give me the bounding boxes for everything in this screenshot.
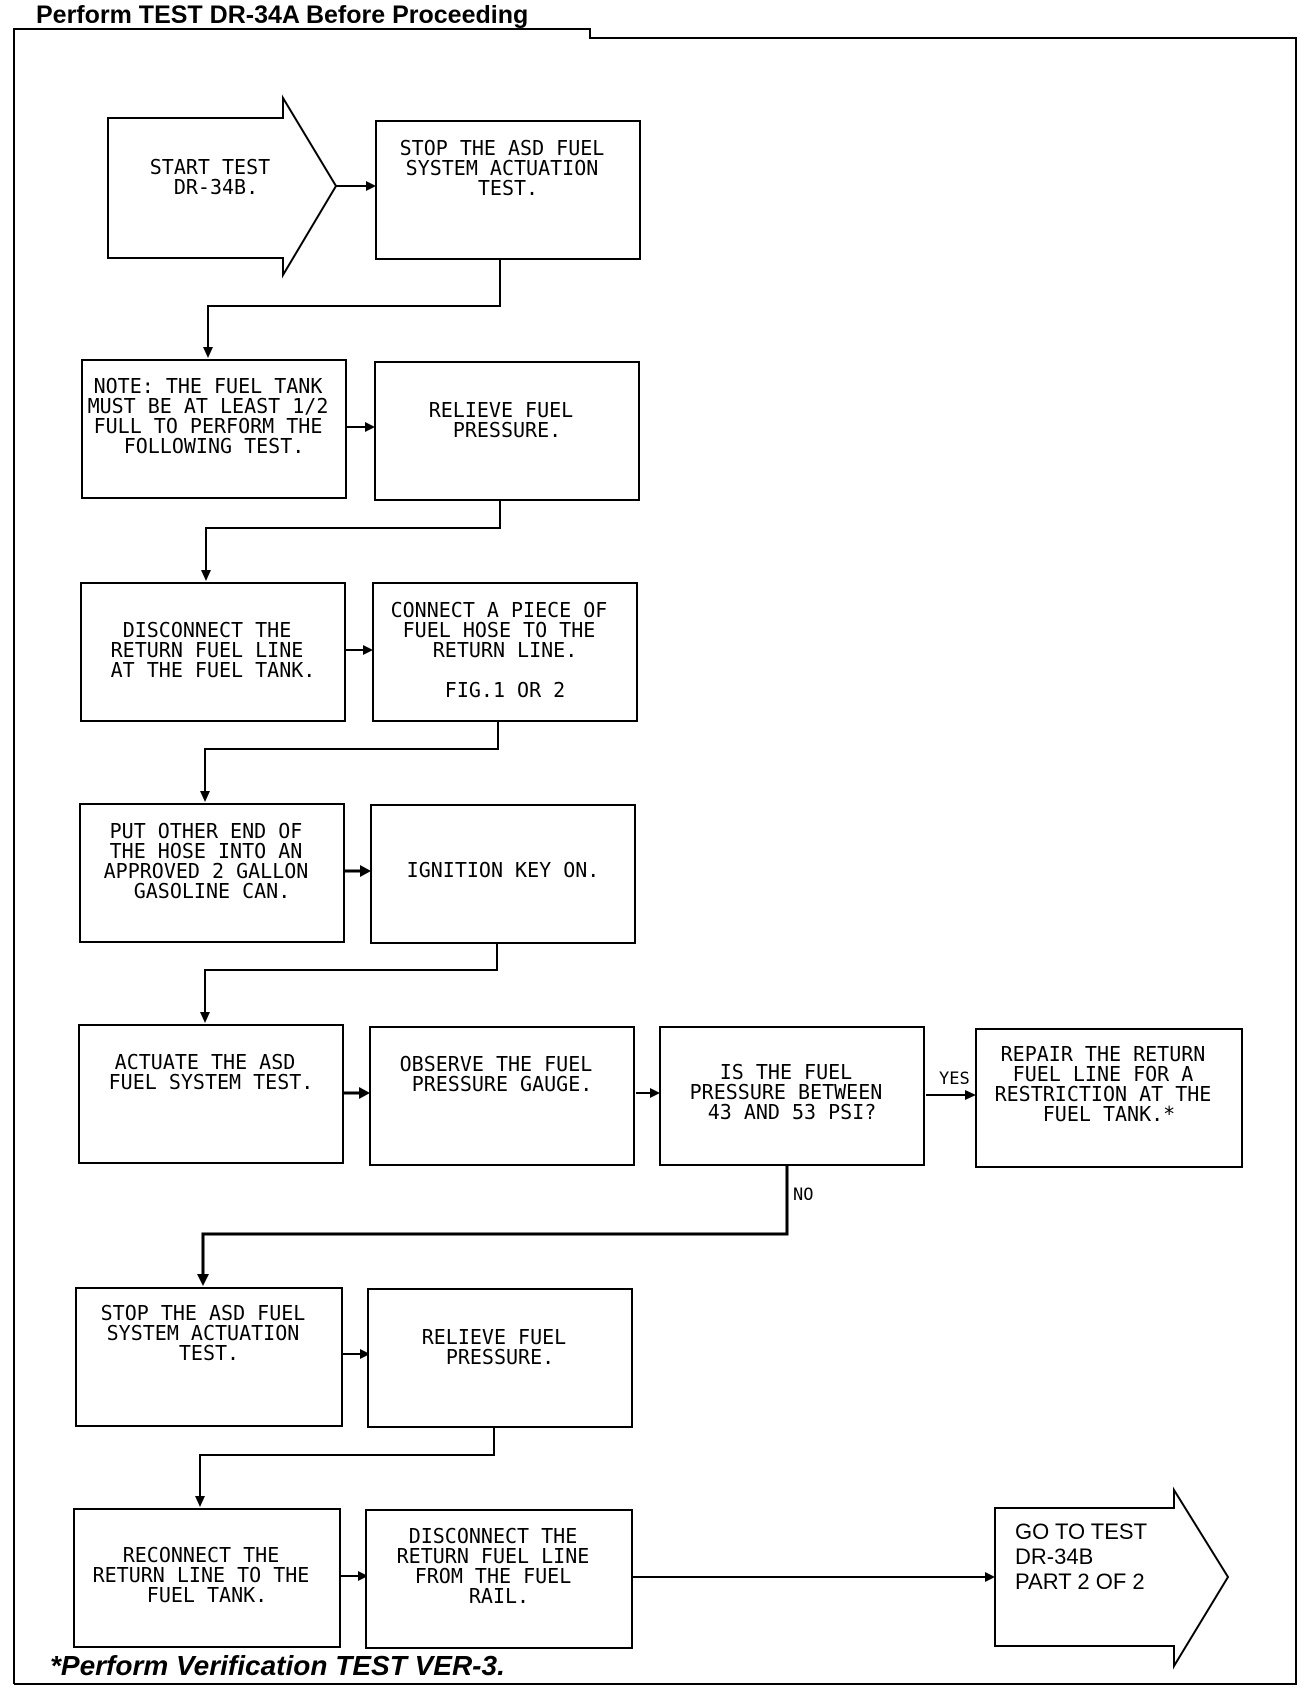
decision-box <box>659 1026 925 1166</box>
ignition-key-on-text: IGNITION KEY ON. <box>407 858 600 882</box>
decision-text: IS THE FUEL PRESSURE BETWEEN 43 AND 53 P… <box>690 1060 895 1124</box>
note-fuel-tank-box <box>81 359 347 499</box>
step-relieve-pressure-2: RELIEVE FUEL PRESSURE. <box>367 1288 633 1428</box>
put-hose-text: PUT OTHER END OF THE HOSE INTO AN APPROV… <box>104 819 321 903</box>
ignition-key-on-box <box>370 804 636 944</box>
connect-fuel-hose-box <box>372 582 638 722</box>
step-repair-return-line: REPAIR THE RETURN FUEL LINE FOR A RESTRI… <box>975 1028 1243 1168</box>
reconnect-box <box>73 1508 341 1648</box>
step-note-fuel-tank: NOTE: THE FUEL TANK MUST BE AT LEAST 1/2… <box>81 359 347 499</box>
connector-row1-to-row2 <box>207 259 501 348</box>
note-fuel-tank-text: NOTE: THE FUEL TANK MUST BE AT LEAST 1/2… <box>88 374 341 458</box>
step-actuate-test: ACTUATE THE ASD FUEL SYSTEM TEST. <box>78 1024 344 1164</box>
step-disconnect-return-line: DISCONNECT THE RETURN FUEL LINE AT THE F… <box>80 582 346 722</box>
reconnect-text: RECONNECT THE RETURN LINE TO THE FUEL TA… <box>93 1543 322 1607</box>
stop-actuation-1-box <box>375 120 641 260</box>
step-put-hose-in-can: PUT OTHER END OF THE HOSE INTO AN APPROV… <box>79 803 345 943</box>
observe-gauge-text: OBSERVE THE FUEL PRESSURE GAUGE. <box>400 1052 605 1096</box>
start-test-text: START TEST DR-34B. <box>150 155 282 199</box>
connector-row3-to-row4 <box>204 719 499 792</box>
disconnect-rail-box <box>365 1509 633 1649</box>
no-label: NO <box>793 1185 813 1205</box>
stop-actuation-2-box <box>75 1287 343 1427</box>
connector-decision-no <box>201 1166 789 1276</box>
step-start-test: START TEST DR-34B. <box>107 94 338 279</box>
stop-actuation-1-text: STOP THE ASD FUEL SYSTEM ACTUATION TEST. <box>400 136 617 200</box>
connectors <box>199 185 987 1578</box>
step-disconnect-from-rail: DISCONNECT THE RETURN FUEL LINE FROM THE… <box>365 1509 633 1649</box>
relieve-pressure-1-box <box>374 361 640 501</box>
relieve-pressure-1-text: RELIEVE FUEL PRESSURE. <box>429 398 586 442</box>
step-connect-fuel-hose: CONNECT A PIECE OF FUEL HOSE TO THE RETU… <box>372 582 638 722</box>
repair-text: REPAIR THE RETURN FUEL LINE FOR A RESTRI… <box>995 1042 1224 1126</box>
step-observe-gauge: OBSERVE THE FUEL PRESSURE GAUGE. <box>369 1026 635 1166</box>
step-stop-actuation-1: STOP THE ASD FUEL SYSTEM ACTUATION TEST. <box>375 120 641 260</box>
connector-row6-to-row7 <box>199 1427 495 1497</box>
actuate-test-box <box>78 1024 344 1164</box>
figure-reference: FIG.1 OR 2 <box>445 678 565 702</box>
yes-label: YES <box>939 1069 970 1089</box>
step-ignition-key-on: IGNITION KEY ON. <box>370 804 636 944</box>
disconnect-return-line-text: DISCONNECT THE RETURN FUEL LINE AT THE F… <box>111 618 316 682</box>
connector-row4-to-row5 <box>204 943 498 1013</box>
relieve-pressure-2-text: RELIEVE FUEL PRESSURE. <box>422 1325 579 1369</box>
goto-arrow-shape <box>994 1486 1230 1670</box>
step-goto-part-2: GO TO TEST DR-34B PART 2 OF 2 <box>994 1486 1230 1670</box>
step-reconnect-return-line: RECONNECT THE RETURN LINE TO THE FUEL TA… <box>73 1508 341 1648</box>
put-hose-box <box>79 803 345 943</box>
start-arrow-shape <box>107 94 338 279</box>
observe-gauge-box <box>369 1026 635 1166</box>
repair-box <box>975 1028 1243 1168</box>
actuate-test-text: ACTUATE THE ASD FUEL SYSTEM TEST. <box>109 1050 314 1094</box>
step-relieve-pressure-1: RELIEVE FUEL PRESSURE. <box>374 361 640 501</box>
footer-note: *Perform Verification TEST VER-3. <box>50 1650 505 1681</box>
step-stop-actuation-2: STOP THE ASD FUEL SYSTEM ACTUATION TEST. <box>75 1287 343 1427</box>
disconnect-return-line-box <box>80 582 346 722</box>
connect-fuel-hose-text: CONNECT A PIECE OF FUEL HOSE TO THE RETU… <box>391 598 620 662</box>
connector-row2-to-row3 <box>205 498 501 571</box>
decision-pressure-range: IS THE FUEL PRESSURE BETWEEN 43 AND 53 P… <box>659 1026 925 1166</box>
goto-text: GO TO TEST DR-34B PART 2 OF 2 <box>1015 1519 1153 1594</box>
page-header: Perform TEST DR-34A Before Proceeding <box>36 1 528 29</box>
relieve-pressure-2-box <box>367 1288 633 1428</box>
outer-frame <box>13 28 1297 1685</box>
stop-actuation-2-text: STOP THE ASD FUEL SYSTEM ACTUATION TEST. <box>101 1301 318 1365</box>
disconnect-rail-text: DISCONNECT THE RETURN FUEL LINE FROM THE… <box>397 1524 602 1608</box>
arrowheads <box>195 181 995 1582</box>
